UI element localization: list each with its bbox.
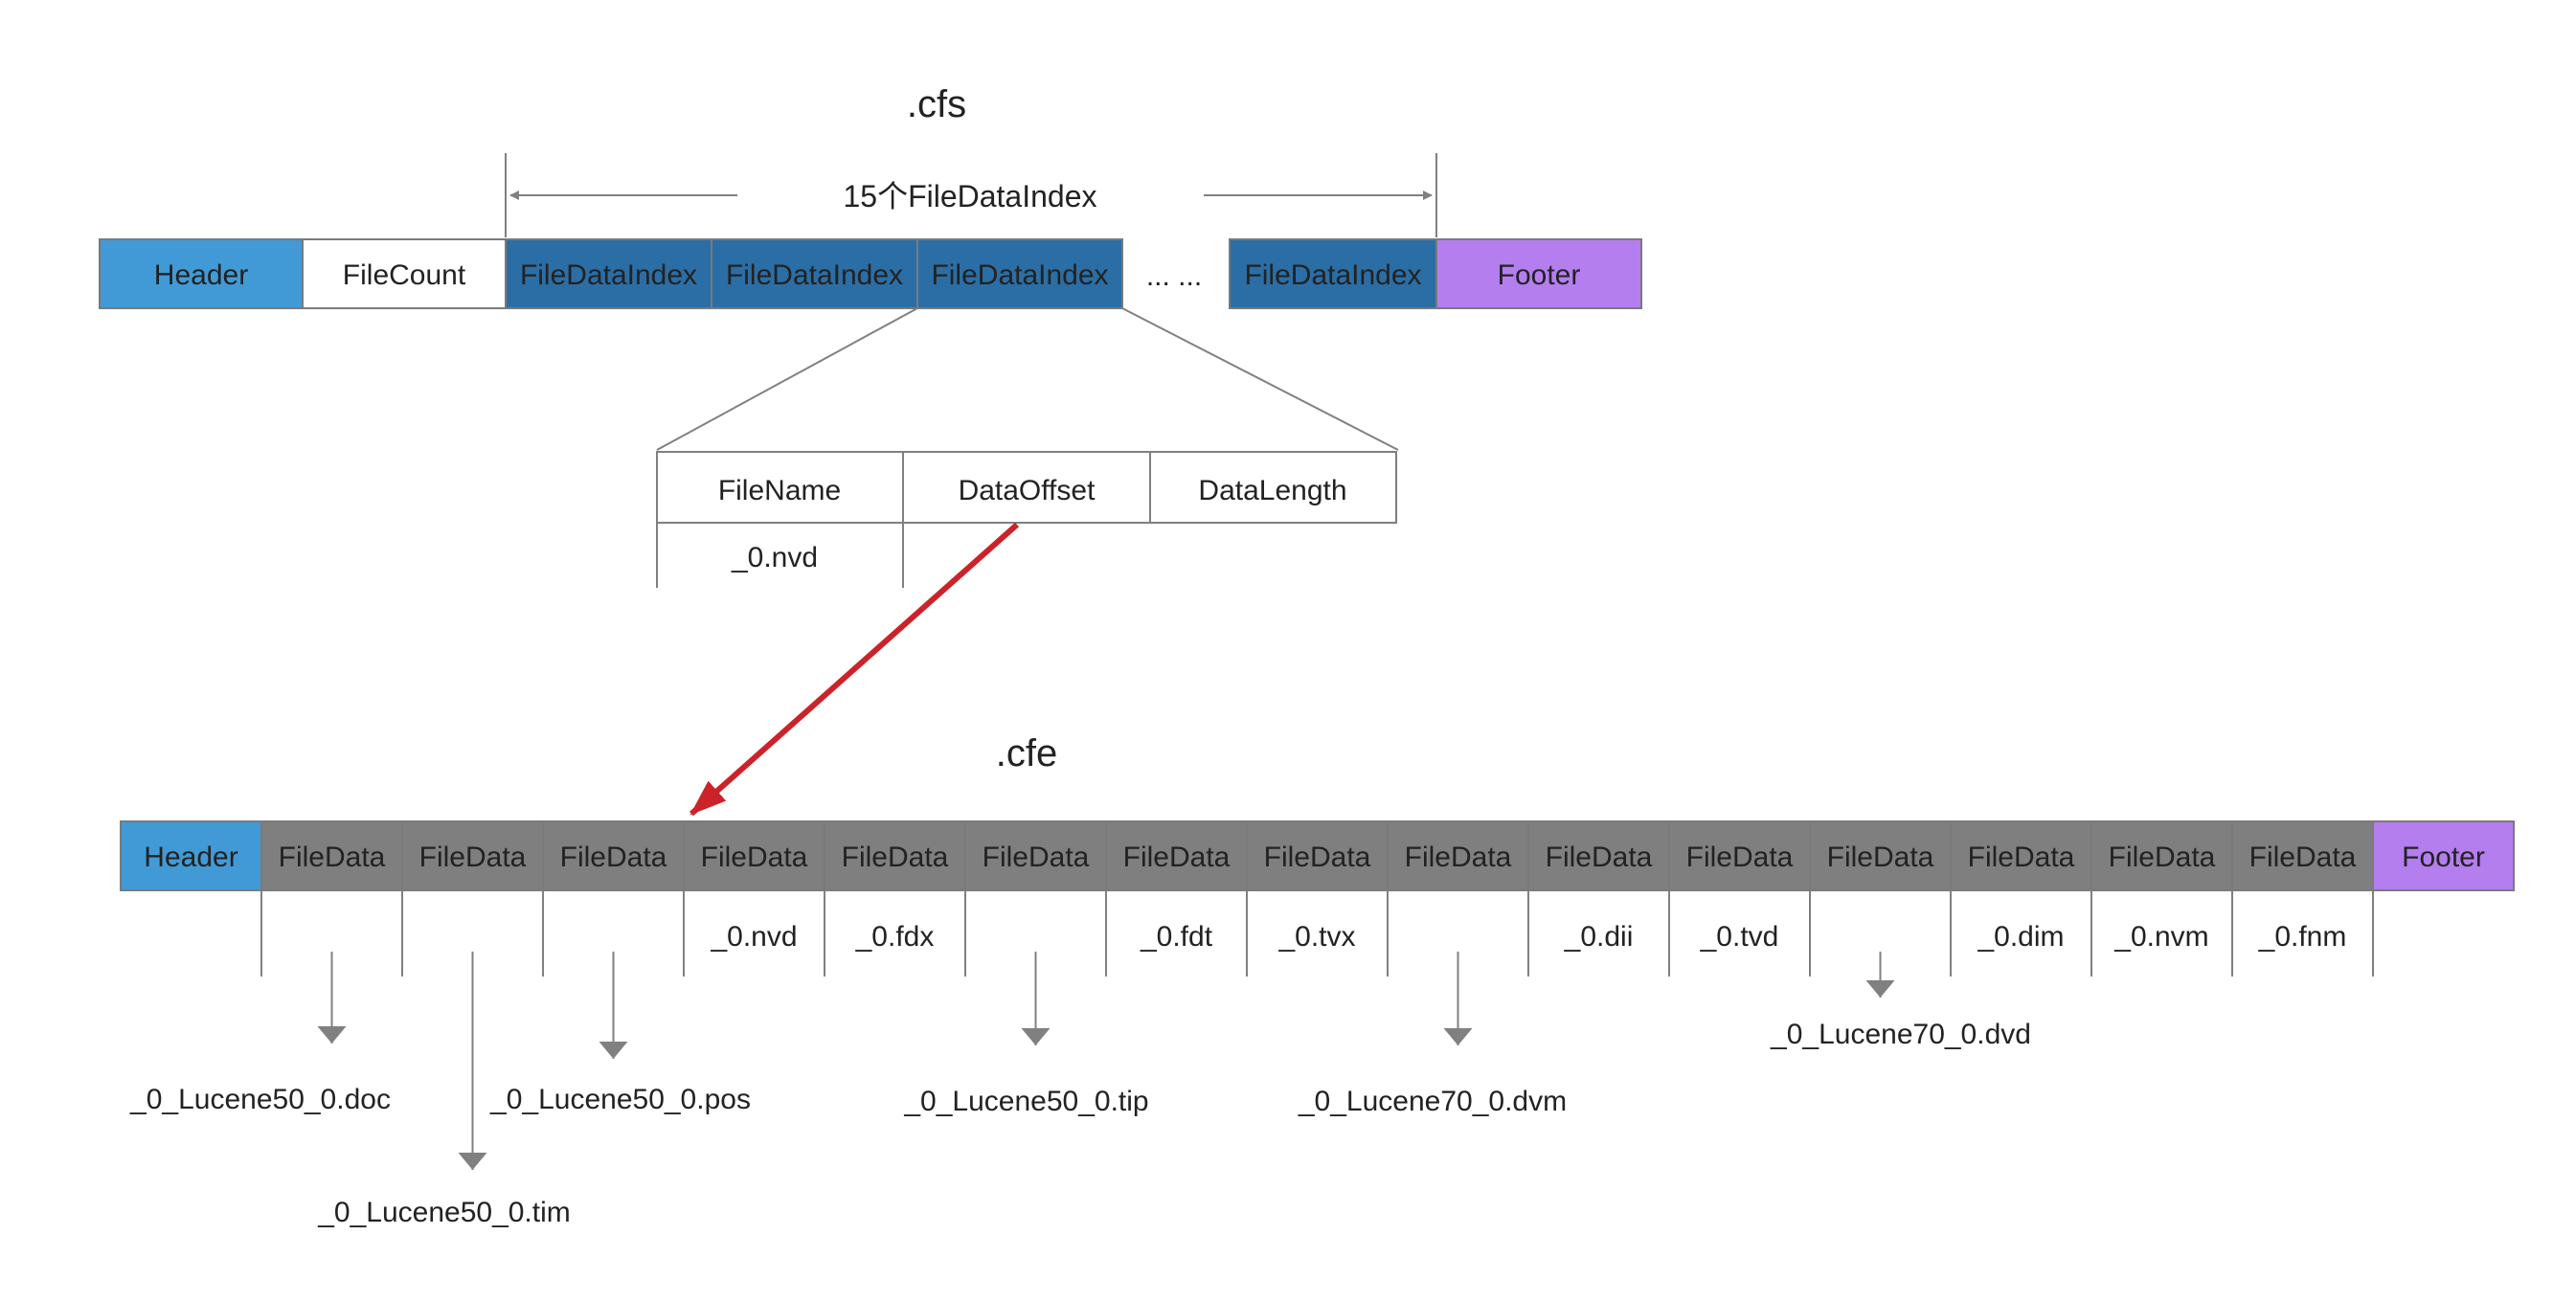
cfe-block-label: FileData: [983, 842, 1090, 873]
cfs-block-label: FileDataIndex: [520, 259, 697, 291]
cfe-file-name: _0.dii: [1564, 921, 1634, 953]
cfs-block-label: FileCount: [343, 259, 466, 291]
cfs-block-label: Footer: [1498, 259, 1581, 291]
cfe-file-name: _0_Lucene50_0.doc: [129, 1084, 391, 1115]
cfe-file-name: _0_Lucene50_0.tim: [317, 1197, 571, 1228]
expand-line-left: [656, 307, 918, 451]
detail-header-row: [656, 451, 1397, 524]
offset-pointer-arrow: [689, 522, 1019, 817]
cfe-block-row: Header FileData FileData FileData FileData Fi…: [120, 820, 2515, 891]
detail-row-filename: _0.nvd: [731, 542, 818, 573]
cfe-block-label: FileData: [1264, 842, 1371, 873]
cfs-block-header: [99, 238, 304, 309]
cfe-block-filedata: [1527, 820, 1670, 891]
cfe-file-name: _0.fdx: [855, 921, 935, 953]
cfe-file-name: _0.fdt: [1140, 921, 1213, 953]
index-detail-table: FileName DataOffset DataLength _0.nvd: [656, 451, 1397, 588]
cfe-block-label: FileData: [701, 842, 808, 873]
cfs-block-row: Header FileCount FileDataIndex FileDataInde…: [99, 238, 1642, 309]
cfe-file-name: _0_Lucene50_0.tip: [903, 1086, 1148, 1117]
cfe-block-label: FileData: [2109, 842, 2216, 873]
cfe-file-name: _0.fnm: [2258, 921, 2347, 953]
cfe-block-label: FileData: [560, 842, 667, 873]
cfe-file-name: _0.dim: [1977, 921, 2064, 953]
cfe-file-name: _0_Lucene70_0.dvm: [1298, 1086, 1567, 1117]
cfs-block-label: FileDataIndex: [1244, 259, 1421, 291]
cfe-block-label: Header: [144, 842, 237, 873]
cfs-block-label: Header: [154, 259, 248, 291]
cfe-file-name: _0.tvd: [1700, 921, 1779, 953]
cfe-block-label: FileData: [1686, 842, 1794, 873]
cfe-block-filedata: [1809, 820, 1952, 891]
span-indicator: 15个FileDataIndex: [505, 153, 1437, 237]
cfs-block-label: FileDataIndex: [726, 259, 903, 291]
cfe-block-label: FileData: [1968, 842, 2075, 873]
cfe-block-header: [120, 820, 262, 891]
cfe-block-filedata: [1387, 820, 1529, 891]
cfe-block-filedata: [1105, 820, 1248, 891]
cfe-file-name: _0.nvd: [710, 921, 797, 953]
cfs-block-index: [916, 238, 1123, 309]
cfe-block-label: FileData: [1405, 842, 1512, 873]
cfe-file-name: _0.nvm: [2113, 921, 2208, 953]
cfs-block-label: FileDataIndex: [931, 259, 1108, 291]
cfs-ellipsis: ... ...: [1146, 260, 1202, 292]
cfs-block-index: [711, 238, 918, 309]
detail-col-filename: FileName: [718, 475, 841, 506]
cfe-block-label: Footer: [2402, 842, 2485, 873]
cfe-block-label: FileData: [1123, 842, 1231, 873]
cfe-block-filedata: [260, 820, 403, 891]
cfs-block-index: [505, 238, 712, 309]
cfe-block-label: FileData: [279, 842, 386, 873]
cfe-block-footer: [2372, 820, 2515, 891]
cfe-block-filedata: [401, 820, 544, 891]
cfe-file-name: _0.tvx: [1277, 921, 1355, 953]
cfe-block-label: FileData: [1827, 842, 1934, 873]
cfe-block-filedata: [1950, 820, 2092, 891]
cfs-block-footer: [1435, 238, 1642, 309]
cfe-block-label: FileData: [2249, 842, 2357, 873]
cfs-title: .cfs: [907, 83, 966, 125]
cfs-block-plain: [302, 238, 507, 309]
cfe-block-filedata: [2231, 820, 2374, 891]
cfe-file-names: _0_Lucene50_0.doc _0_Lucene50_0.tim _0_Luc…: [129, 890, 2374, 1228]
cfe-title: .cfe: [996, 732, 1057, 774]
detail-col-datalength: DataLength: [1198, 475, 1346, 506]
cfe-block-filedata: [1246, 820, 1389, 891]
detail-col-dataoffset: DataOffset: [959, 475, 1096, 506]
cfe-block-label: FileData: [1546, 842, 1653, 873]
cfe-block-filedata: [683, 820, 825, 891]
cfe-file-name: _0_Lucene50_0.pos: [489, 1084, 751, 1115]
cfe-block-label: FileData: [419, 842, 527, 873]
cfe-block-filedata: [964, 820, 1107, 891]
cfe-block-filedata: [2090, 820, 2233, 891]
span-label: 15个FileDataIndex: [843, 179, 1096, 213]
expand-line-right: [1121, 307, 1399, 451]
cfs-block-index: [1229, 238, 1437, 309]
cfe-block-label: FileData: [842, 842, 949, 873]
cfe-file-name: _0_Lucene70_0.dvd: [1770, 1019, 2031, 1050]
